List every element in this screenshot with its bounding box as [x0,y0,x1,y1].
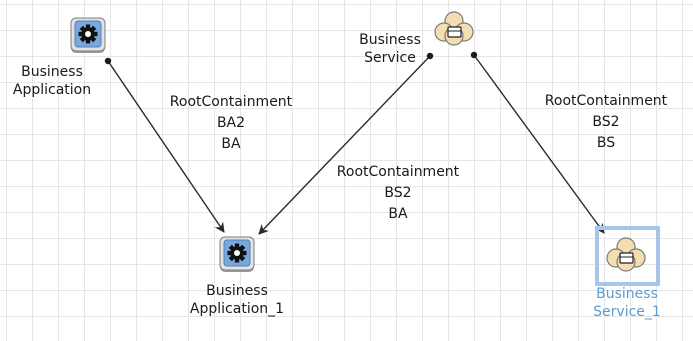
node-label: Business Application [10,63,94,99]
edge-bs-to-ba1[interactable] [258,52,434,235]
node-label-line: Business [206,283,268,299]
edge-label-line: BA [388,206,408,222]
edge-label-line: BS [596,135,616,151]
node-label-line: Application [12,82,92,98]
node-label-line: Business [596,286,658,302]
node-label: Business Service_1 [583,285,671,321]
service-cloud-icon [433,10,477,54]
gear-icon [219,236,257,278]
edge-label-bs-ba1: RootContainment BS2 BA [327,162,469,225]
edge-bs-to-bs1[interactable] [470,51,605,234]
edge-label-bs-bs1: RootContainment BS2 BS [535,91,677,154]
edge-label-line: BA2 [216,115,246,131]
edge-label-ba-ba1: RootContainment BA2 BA [160,92,302,155]
node-label-line: Service [364,50,416,66]
edge-label-type: RootContainment [336,164,460,180]
gear-icon [70,17,108,59]
edge-label-type: RootContainment [169,94,293,110]
node-label-line: Business [359,32,421,48]
selection-highlight [595,226,660,286]
node-label-line: Service_1 [593,304,661,320]
edge-label-line: BS2 [592,114,620,130]
edge-label-type: RootContainment [544,93,668,109]
node-label: Business Application_1 [182,282,292,318]
node-label: Business Service [352,31,428,67]
node-label-line: Application_1 [189,301,285,317]
edge-ba-to-ba1[interactable] [104,57,225,233]
service-cloud-icon [605,236,649,280]
edge-label-line: BS2 [384,185,412,201]
node-label-line: Business [21,64,83,80]
edge-label-line: BA [221,136,241,152]
